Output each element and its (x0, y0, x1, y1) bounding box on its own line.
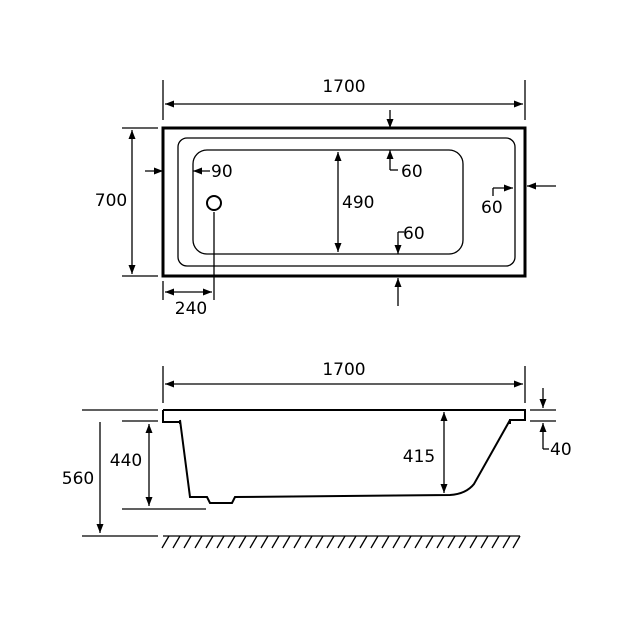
rim-bottom-label: 60 (403, 224, 425, 244)
inner-depth-label: 415 (403, 447, 435, 467)
rim-top-label: 60 (401, 162, 423, 182)
total-height-label: 560 (62, 469, 94, 489)
plan-inner-width-label: 490 (342, 193, 374, 213)
side-overall-length-label: 1700 (322, 360, 365, 380)
floor-hatching (161, 535, 521, 549)
tub-height-label: 440 (110, 451, 142, 471)
waste-outlet-icon (206, 195, 222, 211)
side-view: 1700 560 440 415 40 (62, 360, 572, 549)
plan-overall-length-label: 1700 (322, 77, 365, 97)
side-tub-body (179, 419, 511, 504)
rim-left-label: 90 (211, 162, 233, 182)
plan-basin (192, 149, 464, 255)
plan-overall-width-label: 700 (95, 191, 127, 211)
plan-view: 1700 700 490 90 60 60 60 240 (95, 77, 556, 319)
rim-right-label: 60 (481, 198, 503, 218)
plan-outer-rim (161, 126, 527, 278)
rim-thickness-label: 40 (550, 440, 572, 460)
plan-inner-rim (177, 137, 516, 267)
side-rim (162, 409, 526, 424)
waste-offset-label: 240 (175, 299, 207, 319)
